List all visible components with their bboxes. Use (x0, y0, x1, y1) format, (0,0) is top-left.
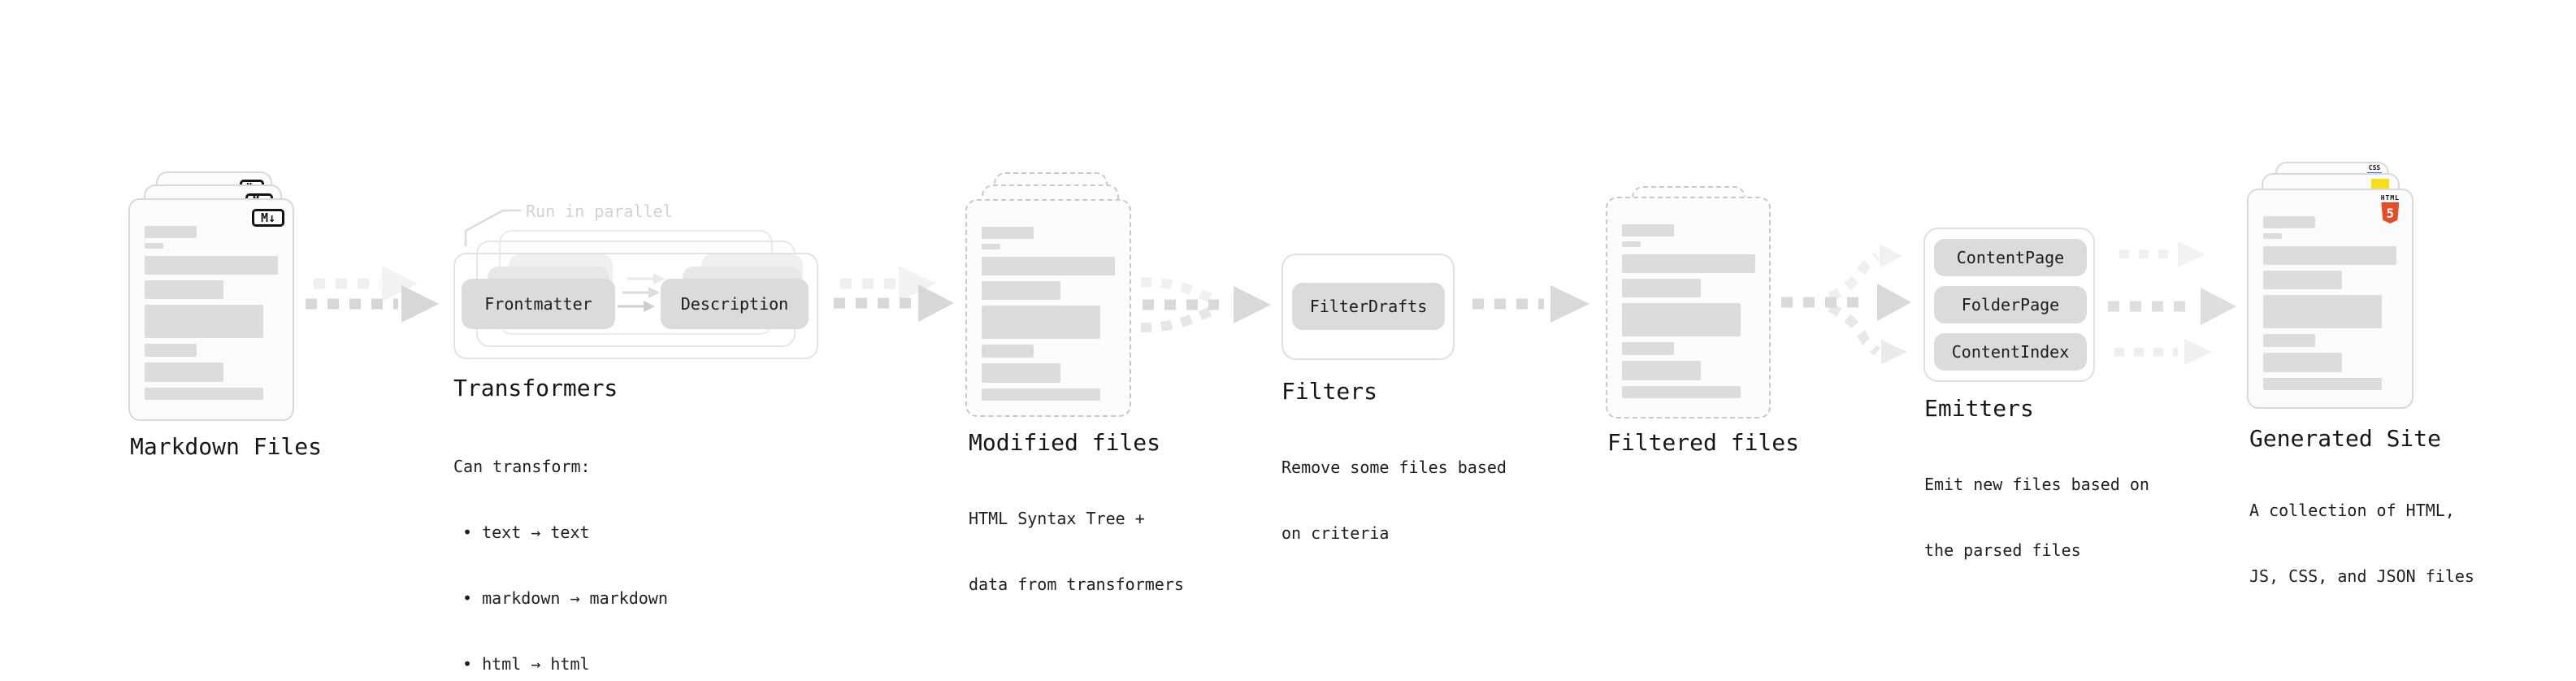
placeholder-bar (1622, 342, 1674, 355)
placeholder-bar (982, 257, 1115, 275)
generated-site-caption: A collection of HTML, JS, CSS, and JSON … (2249, 456, 2474, 631)
run-in-parallel-annotation: Run in parallel (526, 202, 673, 221)
html5-icon: HTML 5 (2381, 194, 2400, 223)
js-icon (2371, 179, 2389, 189)
arrow-filtered-to-emitters (1781, 244, 1911, 364)
placeholder-bar (1622, 254, 1755, 273)
caption-line: data from transformers (969, 575, 1184, 594)
placeholder-bar (2263, 295, 2382, 328)
placeholder-bar (145, 256, 278, 275)
placeholder-bar (2263, 378, 2382, 390)
arrow-filters-to-filtered (1472, 285, 1589, 323)
markdown-icon: M↓ (252, 209, 284, 227)
caption-line: JS, CSS, and JSON files (2249, 566, 2474, 586)
pill-filterdrafts: FilterDrafts (1292, 283, 1445, 330)
filters-panel: FilterDrafts (1281, 254, 1455, 360)
html5-icon-shield: 5 (2381, 202, 2400, 223)
markdown-icon-text: M↓ (260, 210, 276, 225)
placeholder-bar (145, 388, 263, 400)
emitters-label: Emitters (1924, 395, 2034, 422)
placeholder-bar (1622, 386, 1741, 398)
filtered-files-label: Filtered files (1607, 429, 1800, 456)
placeholder-bar (145, 226, 197, 238)
filters-label: Filters (1281, 378, 1378, 405)
placeholder-bar (982, 363, 1060, 383)
filters-caption: Remove some files based on criteria (1281, 413, 1507, 588)
placeholder-bar (982, 227, 1034, 239)
caption-line: Emit new files based on (1924, 475, 2149, 494)
emitters-caption: Emit new files based on the parsed files (1924, 430, 2149, 605)
pill-folderpage: FolderPage (1934, 286, 2087, 323)
caption-line: the parsed files (1924, 540, 2081, 560)
placeholder-bar (2263, 271, 2342, 289)
placeholder-bar (145, 305, 263, 338)
arrow-transformers-to-modified (834, 266, 954, 322)
placeholder-bar (1622, 224, 1674, 236)
generated-file-card: HTML 5 (2247, 189, 2413, 409)
caption-line: A collection of HTML, (2249, 501, 2455, 520)
arrow-modified-to-filters (1140, 277, 1271, 332)
placeholder-bar (2263, 353, 2342, 372)
placeholder-bar (982, 244, 1000, 249)
placeholder-bar (145, 243, 163, 249)
placeholder-bar (982, 281, 1060, 300)
pill-frontmatter: Frontmatter (462, 279, 615, 329)
caption-line: on criteria (1281, 523, 1390, 543)
filtered-file-card (1606, 197, 1771, 419)
pill-contentpage: ContentPage (1934, 239, 2087, 276)
modified-file-card (965, 199, 1131, 417)
pill-contentindex: ContentIndex (1934, 333, 2087, 371)
placeholder-bar (1622, 361, 1701, 380)
caption-bullet: • html → html (462, 654, 590, 674)
placeholder-bar (982, 388, 1100, 401)
placeholder-bar (2263, 216, 2315, 228)
modified-files-caption: HTML Syntax Tree + data from transformer… (969, 464, 1184, 640)
placeholder-bar (145, 280, 223, 299)
css-icon-text: CSS (2368, 164, 2381, 171)
placeholder-bar (1622, 279, 1701, 297)
placeholder-bar (2263, 334, 2315, 347)
generated-site-label: Generated Site (2249, 425, 2442, 452)
placeholder-bar (145, 362, 223, 382)
placeholder-bar (2263, 246, 2396, 265)
arrows-emitters-to-generated (2108, 241, 2236, 365)
placeholder-bar (145, 344, 197, 357)
placeholder-bar (982, 306, 1100, 339)
placeholder-bar (2263, 233, 2282, 239)
arrow-markdown-to-transformers (306, 266, 439, 323)
transformers-caption: Can transform: • text → text • markdown … (453, 412, 668, 681)
transformer-frame (453, 253, 818, 359)
caption-line: Can transform: (453, 457, 591, 476)
placeholder-bar (1622, 241, 1641, 247)
markdown-files-label: Markdown Files (130, 433, 323, 460)
modified-files-label: Modified files (969, 429, 1161, 456)
emitters-panel: ContentPage FolderPage ContentIndex (1923, 228, 2095, 382)
caption-line: HTML Syntax Tree + (969, 509, 1145, 528)
html5-icon-number: 5 (2386, 205, 2395, 221)
caption-bullet: • markdown → markdown (462, 588, 668, 608)
placeholder-bar (1622, 303, 1741, 336)
caption-bullet: • text → text (462, 523, 590, 542)
markdown-file-card: M↓ (128, 198, 294, 421)
placeholder-bar (982, 345, 1034, 358)
transformers-label: Transformers (453, 375, 618, 401)
pill-description: Description (661, 279, 809, 329)
html5-icon-text: HTML (2380, 194, 2400, 202)
caption-line: Remove some files based (1281, 458, 1507, 477)
